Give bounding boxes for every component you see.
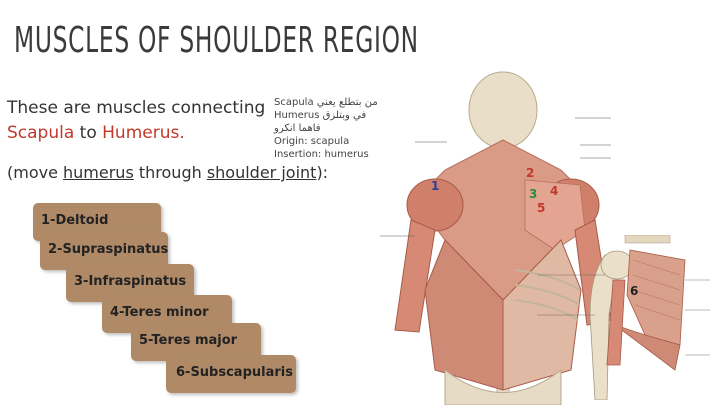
intro-line-1: These are muscles connecting <box>7 98 266 118</box>
muscle-step-2: 2-Supraspinatus <box>40 232 168 270</box>
to-word: to <box>74 123 103 143</box>
note-line-2: Humerus في وبتلزق <box>274 110 367 121</box>
humerus-link: humerus <box>63 163 134 182</box>
muscle-label-2: 2-Supraspinatus <box>48 242 169 257</box>
fig-number-3: 3 <box>529 187 537 201</box>
fig-number-6: 6 <box>630 284 638 298</box>
muscle-label-1: 1-Deltoid <box>41 213 109 228</box>
fig-number-1: 1 <box>431 179 439 193</box>
movement-text: (move humerus through shoulder joint): <box>7 163 328 182</box>
intro-line-2: Scapula to Humerus. <box>7 121 265 146</box>
muscle-label-4: 4-Teres minor <box>110 305 209 320</box>
muscle-step-5: 5-Teres major <box>131 323 261 361</box>
note-line-5: Insertion: humerus <box>274 149 369 160</box>
humerus-word: Humerus. <box>102 123 185 143</box>
scapula-word: Scapula <box>7 123 75 143</box>
anterior-shoulder-illustration: 6 <box>537 235 710 400</box>
note-line-3: فاهما انكرو <box>274 123 321 134</box>
muscle-label-6: 6-Subscapularis <box>176 365 293 380</box>
fig-number-4: 4 <box>550 184 558 198</box>
note-line-4: Origin: scapula <box>274 136 350 147</box>
intro-text: These are muscles connecting Scapula to … <box>7 96 265 146</box>
move-open: (move <box>7 163 64 182</box>
move-through: through <box>133 163 207 182</box>
muscle-step-6: 6-Subscapularis <box>166 355 296 393</box>
muscle-label-3: 3-Infraspinatus <box>74 274 187 289</box>
muscle-label-5: 5-Teres major <box>139 333 238 348</box>
shoulder-joint-link: shoulder joint <box>206 163 317 182</box>
page-title: MUSCLES OF SHOULDER REGION <box>14 20 419 61</box>
note-line-1: Scapula من بتطلع يعني <box>274 97 378 108</box>
fig-number-2: 2 <box>526 166 534 180</box>
move-close: ): <box>316 163 329 182</box>
origin-insertion-notes: Scapula من بتطلع يعني Humerus في وبتلزق … <box>274 96 378 161</box>
fig-number-5: 5 <box>537 201 545 215</box>
